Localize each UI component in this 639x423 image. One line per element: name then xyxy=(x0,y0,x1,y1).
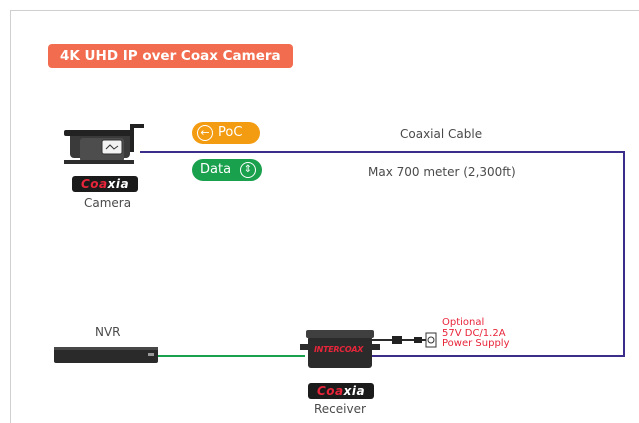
arrow-left-circle-icon: ← xyxy=(197,125,213,141)
coaxial-cable-line xyxy=(140,151,625,357)
poc-pill: ← PoC xyxy=(192,122,260,144)
distance-label: Max 700 meter (2,300ft) xyxy=(368,165,516,179)
arrow-updown-circle-icon: ⇕ xyxy=(240,162,256,178)
power-supply-line2: 57V DC/1.2A xyxy=(442,327,506,339)
power-supply-line1: Optional xyxy=(442,317,485,328)
receiver-label: Receiver xyxy=(314,402,366,416)
camera-brand-logo: Coaxia xyxy=(72,176,138,192)
power-supply-note: Optional 57V DC/1.2A Power Supply xyxy=(442,317,510,350)
receiver-device-logo: INTERCOAX xyxy=(314,345,364,354)
receiver-brand-logo: Coaxia xyxy=(308,383,374,399)
power-supply-line3: Power Supply xyxy=(442,338,510,349)
camera-label: Camera xyxy=(84,196,132,210)
coaxial-cable-label: Coaxial Cable xyxy=(400,127,483,141)
data-label: Data xyxy=(200,162,232,177)
data-pill: Data ⇕ xyxy=(192,159,262,181)
poc-label: PoC xyxy=(218,125,243,140)
page-title: 4K UHD IP over Coax Camera xyxy=(48,44,293,68)
nvr-label: NVR xyxy=(95,325,121,339)
